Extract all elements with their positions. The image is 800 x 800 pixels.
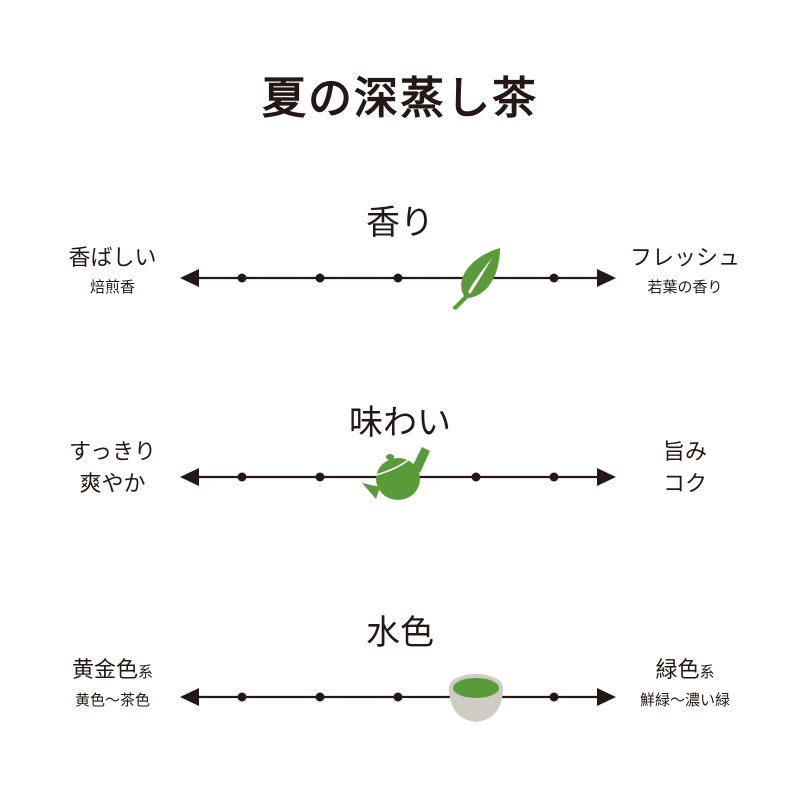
right-main: フレッシュ (629, 246, 740, 271)
scale-dot (315, 692, 325, 702)
left-sub: 焙煎香 (89, 278, 135, 296)
left-main: 香ばしい (68, 246, 157, 271)
teapot-icon (362, 447, 430, 500)
left-main: 黄金色 (71, 658, 138, 683)
scale-dot (549, 692, 559, 702)
right-label: 緑色系 鮮緑〜濃い緑 (615, 655, 755, 712)
right-main: 旨み (662, 440, 707, 465)
left-sub: 黄色〜茶色 (74, 691, 150, 709)
page-title: 夏の深蒸し茶 (262, 73, 538, 124)
left-sub: 爽やか (79, 472, 146, 497)
arrow-left-icon (180, 468, 199, 486)
arrow-right-icon (597, 468, 616, 486)
scale-dot (315, 273, 325, 283)
scale-axis (180, 447, 616, 500)
scale-aroma: 香り 香ばしい 焙煎香 フレッシュ 若葉の香り (0, 195, 800, 335)
right-label: フレッシュ 若葉の香り (615, 243, 755, 299)
arrow-left-icon (180, 688, 199, 706)
right-suffix: 系 (699, 663, 715, 681)
leaf-icon (452, 248, 500, 310)
scale-dot (549, 472, 559, 482)
scale-dot (393, 273, 403, 283)
scale-title: 香り (366, 203, 434, 243)
left-label: 黄金色系 黄色〜茶色 (40, 655, 185, 712)
left-main: すっきり (68, 440, 157, 465)
right-label: 旨み コク (615, 437, 755, 501)
scale-dot (237, 273, 247, 283)
arrow-right-icon (597, 269, 616, 287)
right-sub: 若葉の香り (647, 278, 723, 296)
scale-taste: 味わい すっきり 爽やか 旨み コク (0, 395, 800, 535)
scale-dot (237, 692, 247, 702)
scale-dot (549, 273, 559, 283)
scale-title: 味わい (349, 403, 451, 443)
scale-title: 水色 (366, 613, 434, 653)
left-label: 香ばしい 焙煎香 (40, 243, 185, 299)
scale-color: 水色 黄金色系 黄色〜茶色 緑色系 鮮緑〜濃い緑 (0, 605, 800, 745)
left-label: すっきり 爽やか (40, 437, 185, 501)
arrow-left-icon (180, 269, 199, 287)
scale-axis (180, 248, 616, 310)
scale-dot (393, 692, 403, 702)
right-sub: 鮮緑〜濃い緑 (639, 691, 730, 709)
scale-dot (315, 472, 325, 482)
right-main: 緑色 (655, 658, 700, 683)
scale-dot (237, 472, 247, 482)
left-suffix: 系 (138, 663, 154, 681)
scale-axis (180, 674, 616, 722)
arrow-right-icon (597, 688, 616, 706)
scale-dot (471, 472, 481, 482)
teacup-icon (449, 674, 503, 722)
right-sub: コク (662, 472, 707, 497)
